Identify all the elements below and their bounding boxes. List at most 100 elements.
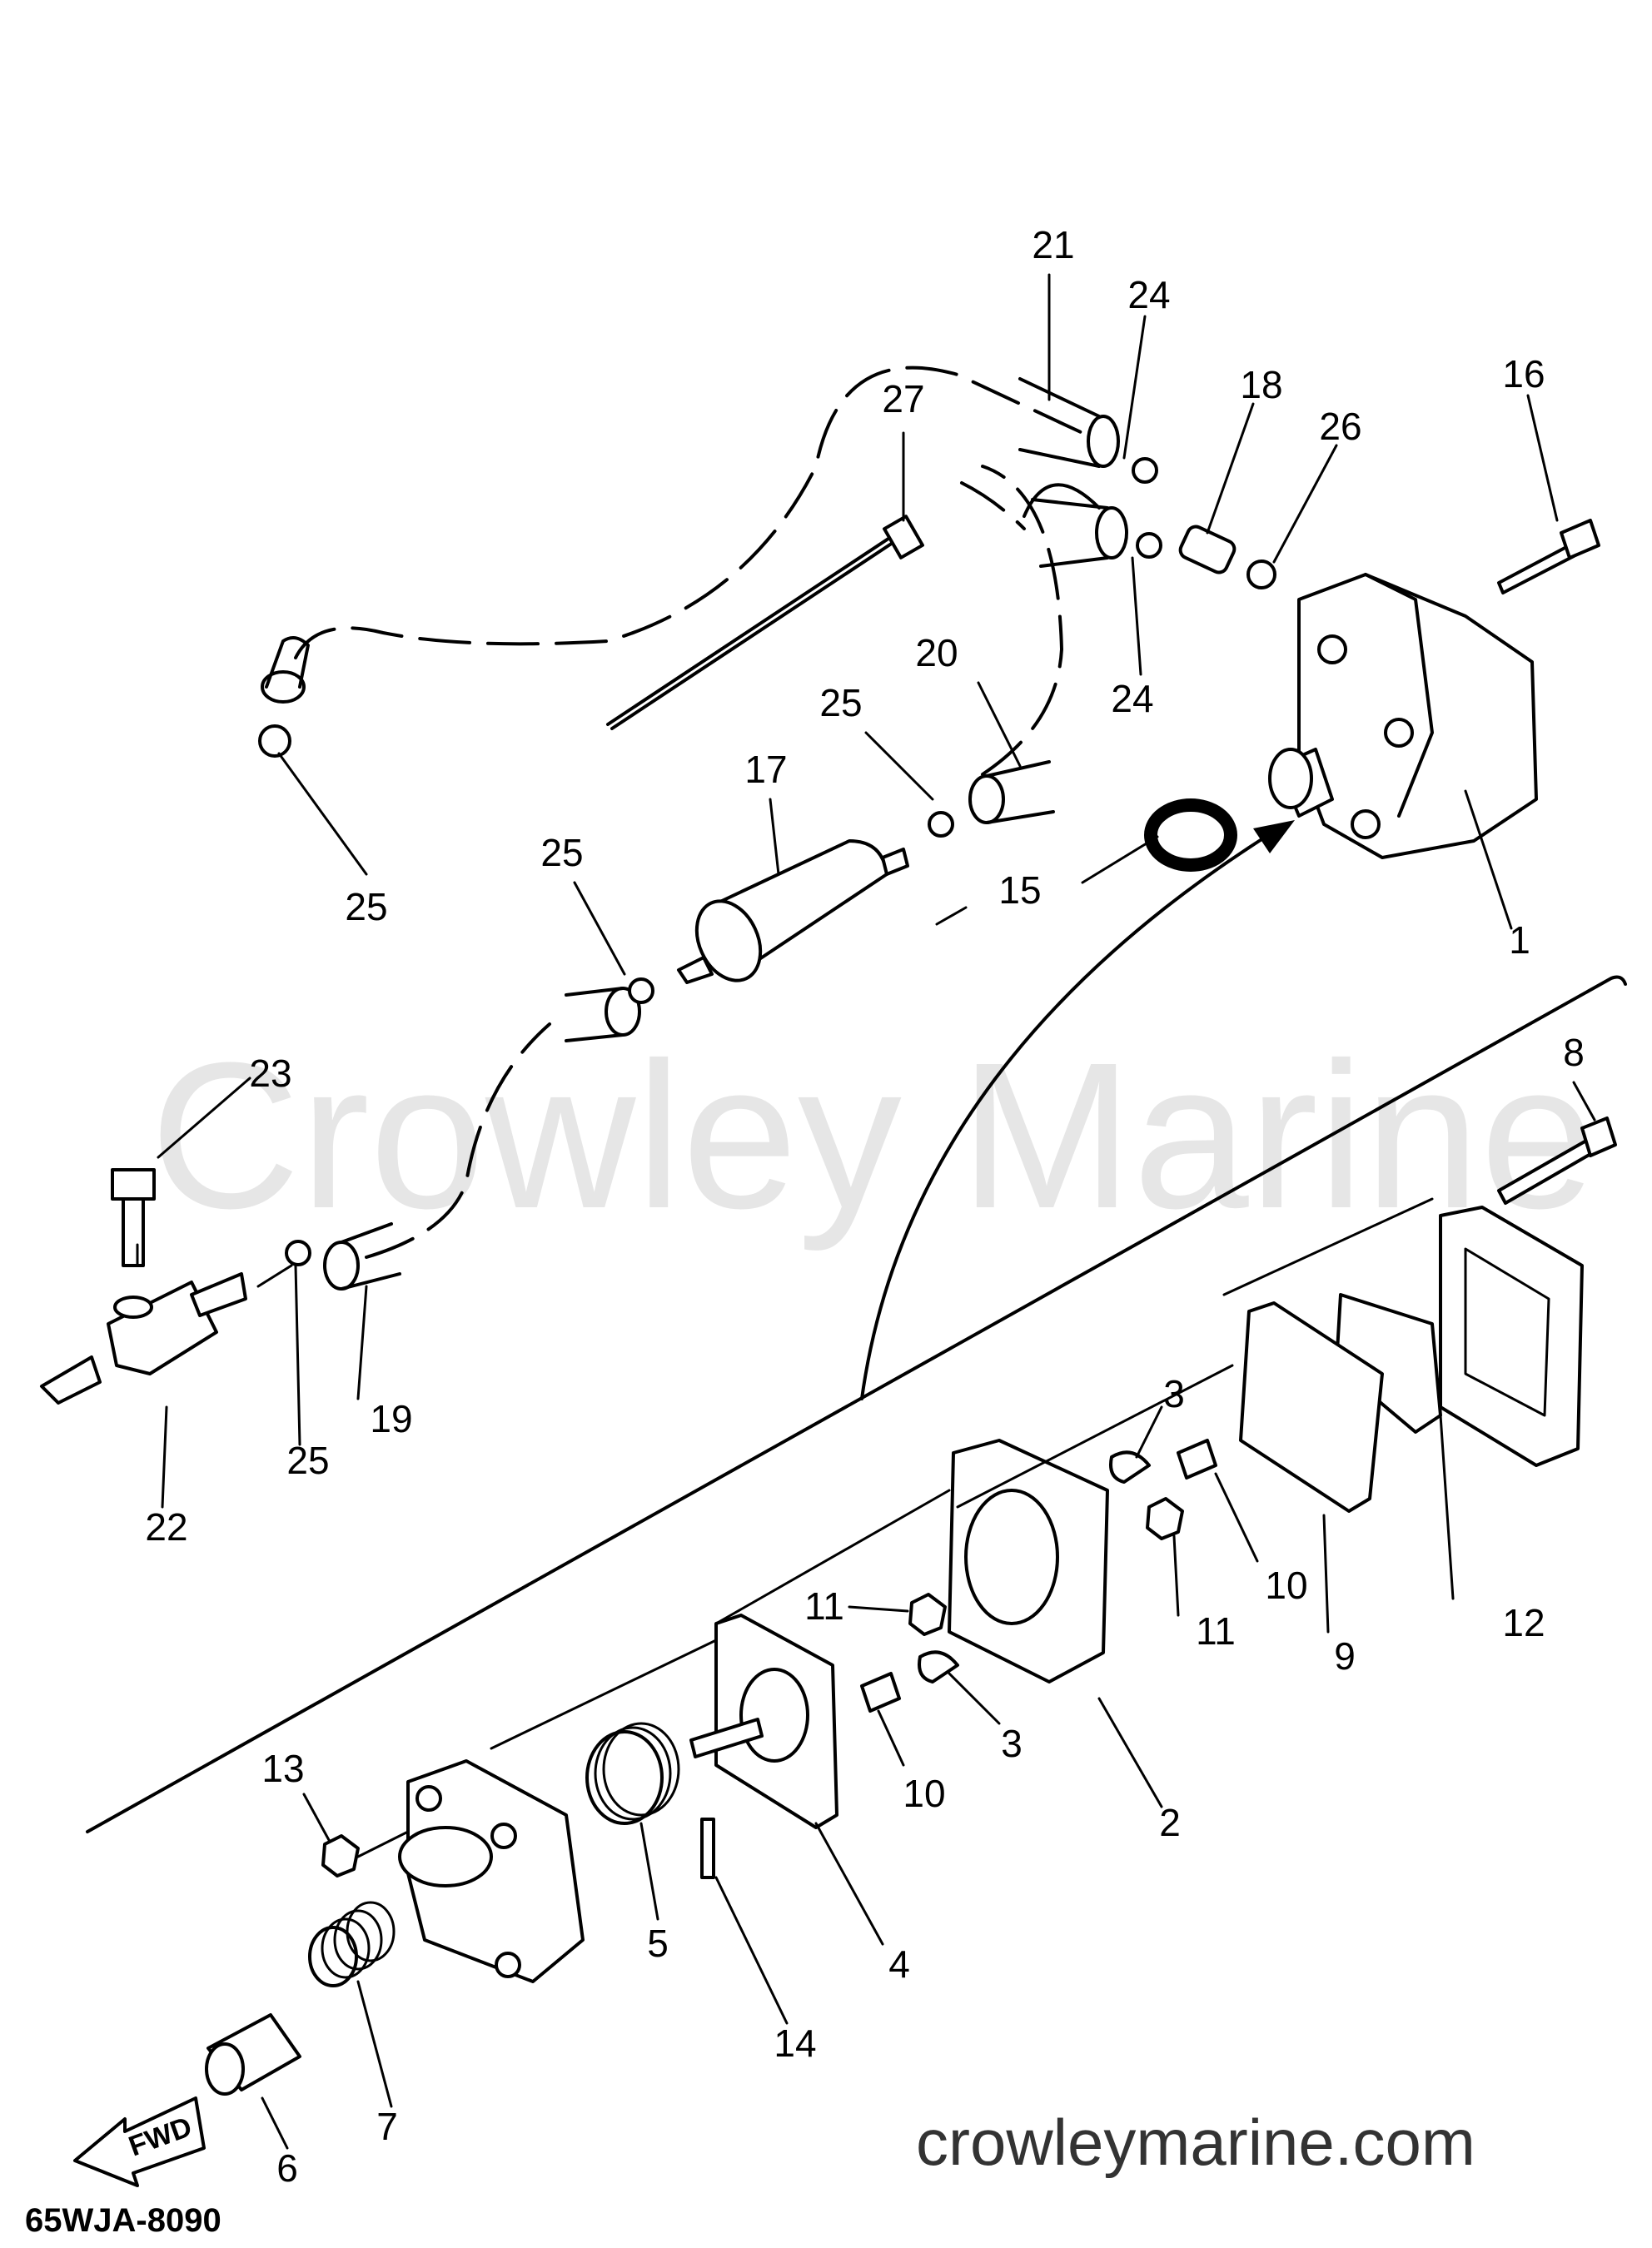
- leader-24a: [1122, 315, 1147, 460]
- leader-26: [1272, 444, 1338, 564]
- nut-11-right: [1146, 1497, 1184, 1540]
- housing-cover: [406, 1759, 585, 1983]
- leader-25a: [277, 752, 368, 876]
- hose-20-end-body: [985, 760, 1055, 824]
- leader-3b: [948, 1672, 1001, 1725]
- fuel-pump-hole-3: [1351, 809, 1381, 839]
- callout-26: 26: [1319, 405, 1361, 448]
- callout-21: 21: [1032, 223, 1074, 266]
- leader-10b: [877, 1709, 905, 1767]
- spring-7: [308, 1901, 396, 1987]
- hose-20: [981, 465, 1064, 776]
- guide-9-12: [1222, 1197, 1434, 1296]
- callout-12: 12: [1502, 1601, 1545, 1644]
- callout-16: 16: [1502, 352, 1545, 395]
- clip-25-filter-right: [928, 811, 954, 838]
- plunger-6-end: [205, 2042, 245, 2096]
- hose-19-end-body: [340, 1222, 401, 1291]
- clip-24-bottom: [1136, 532, 1162, 559]
- bolt-23-shank: [122, 1197, 145, 1267]
- guide-13: [356, 1830, 410, 1858]
- housing-hole-3: [495, 1952, 521, 1978]
- callout-25-left: 25: [345, 885, 387, 928]
- hose-end-left-body: [265, 636, 310, 689]
- fuel-joint-22-eye: [113, 1296, 153, 1319]
- clip-25-left: [258, 724, 291, 758]
- callout-14: 14: [774, 2022, 816, 2065]
- guide-19: [256, 1264, 293, 1288]
- o-ring-15: [1144, 798, 1237, 872]
- callout-10-upper: 10: [1265, 1564, 1307, 1607]
- clip-25-filter-left: [628, 977, 654, 1004]
- leader-13: [302, 1793, 331, 1842]
- forward-arrow-icon: FWD: [73, 2096, 206, 2187]
- screw-10-lower: [860, 1672, 901, 1713]
- nut-11-left: [908, 1593, 947, 1636]
- housing-cover-bore: [398, 1826, 493, 1887]
- callout-25-bottom: 25: [286, 1439, 329, 1482]
- pin-14: [700, 1818, 715, 1879]
- callout-2: 2: [1159, 1801, 1181, 1844]
- leader-25b: [573, 881, 626, 976]
- fuel-filter-inlet: [677, 956, 714, 984]
- guide-2-9: [956, 1364, 1234, 1509]
- watermark-text: Crowley Marine: [150, 1019, 1596, 1251]
- hose-19-top-body: [565, 987, 624, 1042]
- guide-15: [935, 906, 968, 926]
- callout-20: 20: [915, 631, 958, 674]
- leader-19: [356, 1285, 368, 1400]
- leader-8: [1572, 1081, 1596, 1122]
- leader-24b: [1131, 556, 1142, 676]
- callout-24-top: 24: [1127, 273, 1170, 316]
- callout-9: 9: [1334, 1634, 1356, 1678]
- leader-4: [814, 1822, 884, 1946]
- tie-wrap-strap-2: [610, 540, 897, 730]
- spring-5: [585, 1722, 680, 1825]
- clip-25-bottom: [285, 1240, 311, 1266]
- hose-20-tip-body: [1031, 498, 1109, 568]
- hose-19-end: [323, 1241, 360, 1291]
- callout-17: 17: [744, 748, 787, 791]
- leader-20: [977, 681, 1022, 768]
- leader-15: [1081, 835, 1159, 884]
- cover-12-inner: [1464, 1247, 1550, 1417]
- leader-6: [261, 2096, 289, 2150]
- screw-10-upper: [1177, 1439, 1217, 1480]
- assembly-arrow-line: [860, 835, 1267, 1400]
- clip-24-top: [1132, 457, 1158, 484]
- callout-27: 27: [882, 377, 924, 420]
- callout-3-upper: 3: [1163, 1372, 1185, 1415]
- joint-18: [1178, 525, 1237, 574]
- leader-7: [356, 1980, 393, 2108]
- leader-14: [714, 1876, 789, 2025]
- valve-3-lower: [918, 1650, 959, 1684]
- leader-17: [769, 798, 780, 876]
- leader-11b: [1172, 1534, 1180, 1617]
- guide-cover-4: [490, 1639, 718, 1750]
- housing-hole-2: [490, 1823, 517, 1849]
- leader-22: [161, 1405, 168, 1509]
- clip-26: [1246, 560, 1276, 589]
- leader-25d: [294, 1264, 301, 1446]
- callout-25-filter-left: 25: [540, 831, 583, 874]
- diaphragm-4-rod: [689, 1718, 764, 1758]
- leader-2: [1097, 1697, 1163, 1808]
- hose-21-tip: [1087, 415, 1120, 468]
- fuel-joint-22-barb: [190, 1272, 247, 1317]
- bolt-16-shank: [1497, 544, 1575, 594]
- fuel-pump-hole-1: [1317, 634, 1347, 664]
- fuel-joint-22-body: [107, 1281, 218, 1375]
- hose-21-end: [960, 481, 1026, 530]
- fuel-joint-22-tip: [40, 1355, 102, 1405]
- leader-23: [157, 1077, 251, 1159]
- gasket-9: [1239, 1301, 1384, 1513]
- tie-wrap-strap: [606, 527, 905, 726]
- bolt-8-head: [1580, 1117, 1617, 1157]
- leader-12: [1439, 1414, 1455, 1600]
- callout-15: 15: [998, 868, 1041, 912]
- housing-hole-1: [415, 1785, 442, 1812]
- bolt-16-head: [1560, 519, 1600, 560]
- hose-21: [294, 366, 1084, 659]
- callout-11-right: 11: [1196, 1609, 1236, 1653]
- valve-3-upper: [1109, 1450, 1151, 1484]
